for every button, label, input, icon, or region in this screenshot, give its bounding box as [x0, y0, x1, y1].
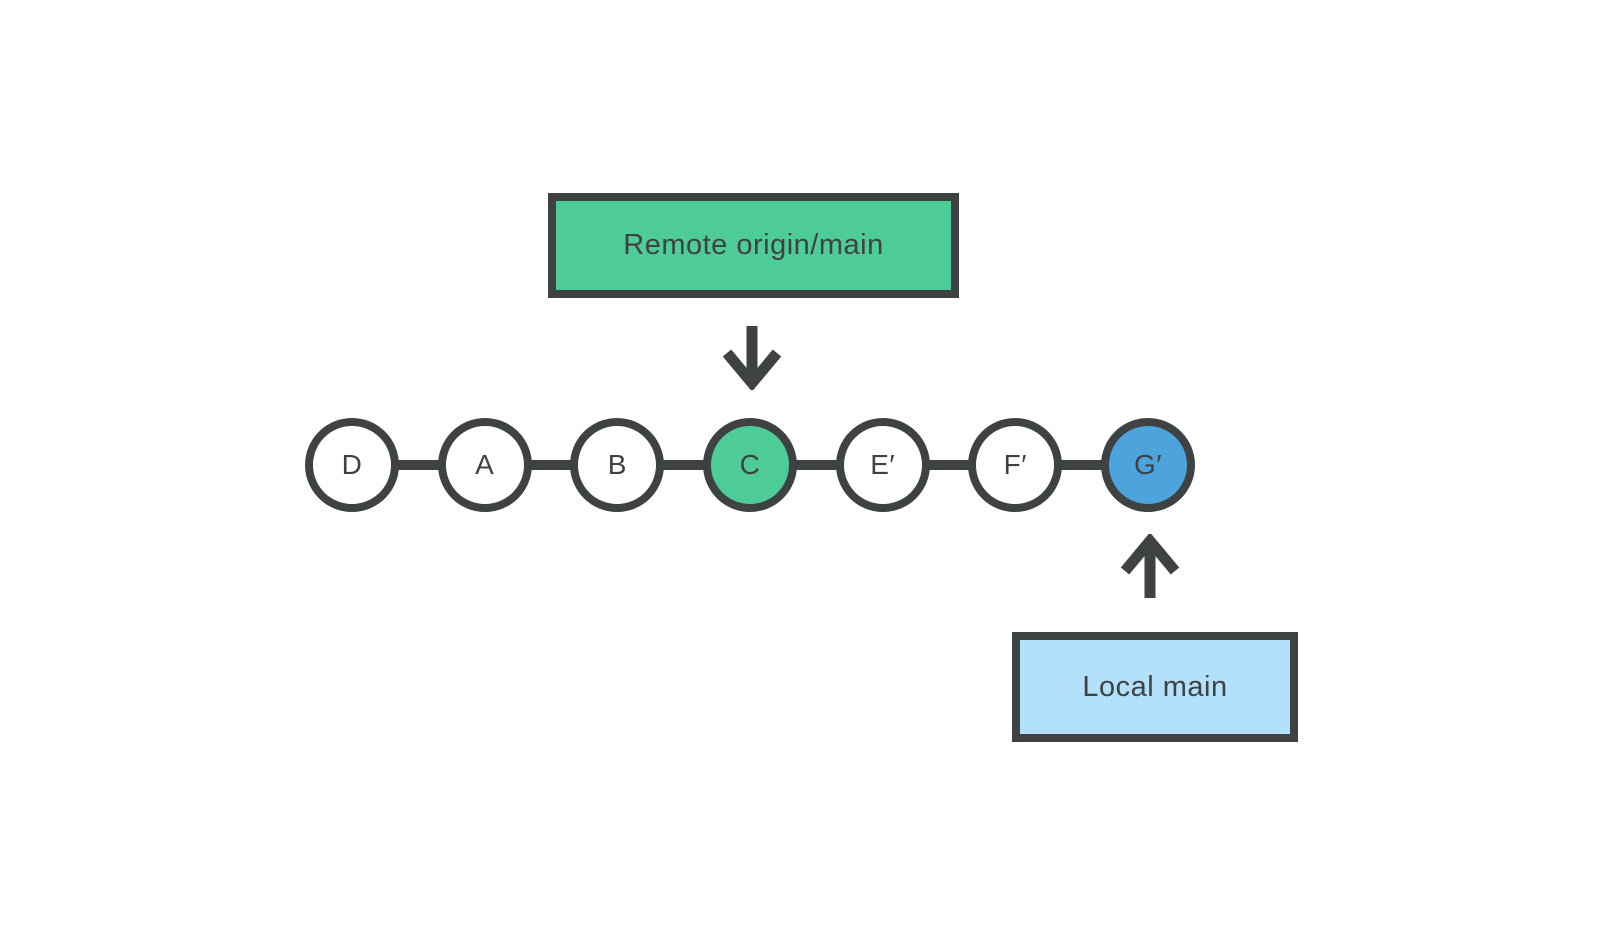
- commit-node-4: E′: [835, 418, 930, 512]
- commit-node-3: C: [703, 418, 797, 512]
- commit-node-1: A: [437, 418, 532, 512]
- commit-label: D: [341, 449, 363, 480]
- commit-node-6: G′: [1101, 418, 1195, 512]
- commit-node-0: D: [305, 418, 399, 512]
- down-arrow-icon: [722, 326, 782, 390]
- remote-branch-box: Remote origin/main: [548, 193, 959, 298]
- commit-label: G′: [1133, 449, 1163, 480]
- remote-branch-label: Remote origin/main: [623, 229, 884, 261]
- local-branch-label: Local main: [1082, 670, 1228, 703]
- commit-label: B: [607, 449, 627, 480]
- up-arrow-icon: [1120, 534, 1180, 598]
- commit-label: E′: [870, 449, 896, 480]
- commit-label: F′: [1003, 449, 1027, 480]
- commit-label: C: [739, 449, 761, 480]
- commit-node-5: F′: [968, 418, 1063, 512]
- commit-label: A: [475, 449, 495, 480]
- local-branch-box: Local main: [1012, 632, 1298, 742]
- commit-node-2: B: [570, 418, 665, 512]
